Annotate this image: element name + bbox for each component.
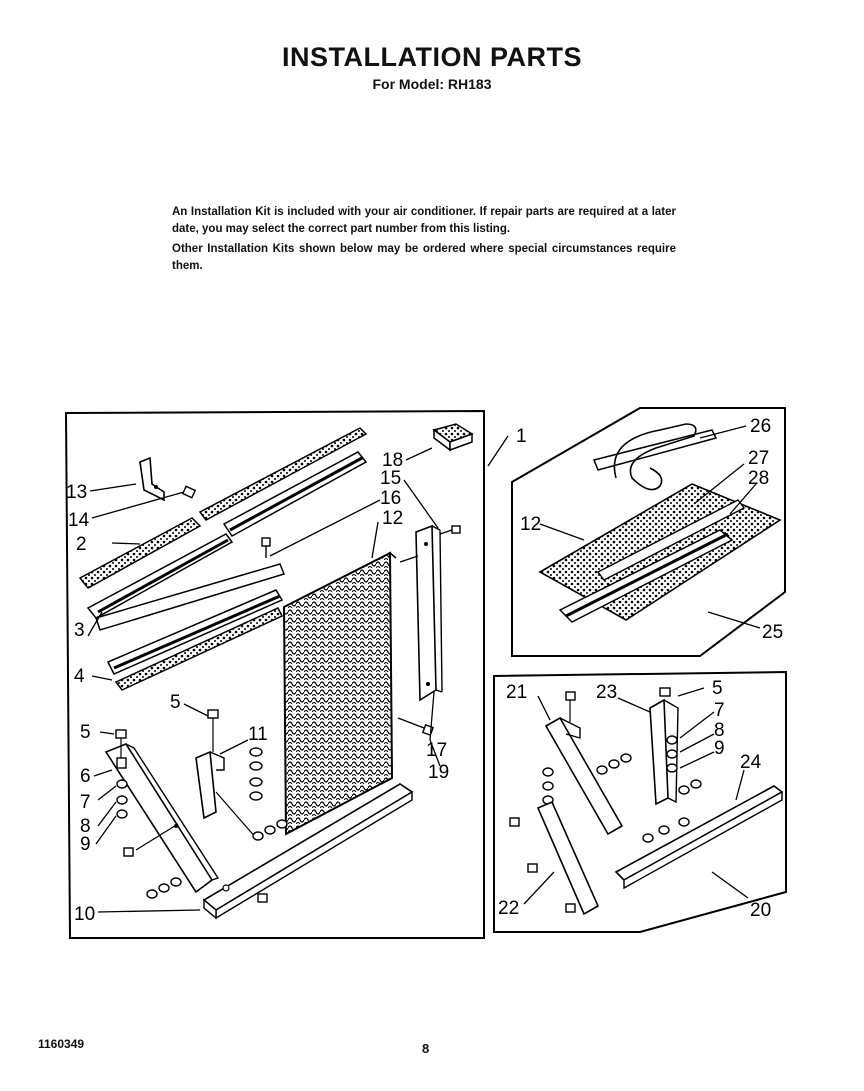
seal-strip bbox=[592, 429, 718, 471]
callout-9b: 9 bbox=[714, 738, 725, 759]
callout-16: 16 bbox=[380, 488, 401, 509]
callout-23: 23 bbox=[596, 682, 617, 703]
callouts: 1 2 3 4 5 5 6 7 8 9 10 11 12 12 13 14 15… bbox=[66, 416, 783, 925]
upper-rail bbox=[78, 517, 285, 631]
callout-8b: 8 bbox=[714, 720, 725, 741]
callout-14: 14 bbox=[68, 510, 90, 531]
callout-7b: 7 bbox=[714, 700, 725, 721]
bracket-kit-frame bbox=[493, 670, 787, 933]
callout-1: 1 bbox=[516, 426, 527, 447]
sill-bar bbox=[146, 783, 414, 920]
callout-27: 27 bbox=[748, 448, 769, 469]
callout-21: 21 bbox=[506, 682, 527, 703]
callout-13: 13 bbox=[66, 482, 87, 503]
callout-5c: 5 bbox=[712, 678, 723, 699]
callout-28: 28 bbox=[748, 468, 769, 489]
callout-26: 26 bbox=[750, 416, 771, 437]
callout-19: 19 bbox=[428, 762, 449, 783]
callout-22: 22 bbox=[498, 898, 519, 919]
corner-bracket bbox=[139, 456, 165, 502]
document-number: 1160349 bbox=[38, 1037, 85, 1051]
lower-rail bbox=[106, 589, 284, 691]
callout-15: 15 bbox=[380, 468, 401, 489]
hardware-stack-left bbox=[115, 729, 128, 819]
foam-panel bbox=[282, 551, 397, 836]
callout-6: 6 bbox=[80, 766, 91, 787]
accessory-kit-frame bbox=[511, 407, 786, 657]
callout-24: 24 bbox=[740, 752, 762, 773]
callout-11: 11 bbox=[248, 724, 268, 745]
callout-2: 2 bbox=[76, 534, 87, 555]
callout-25: 25 bbox=[762, 622, 783, 643]
model-subtitle: For Model: RH183 bbox=[372, 76, 492, 92]
callout-12b: 12 bbox=[520, 514, 541, 535]
screw-16 bbox=[261, 537, 271, 558]
page-title: INSTALLATION PARTS bbox=[282, 42, 582, 72]
callout-17: 17 bbox=[426, 740, 447, 761]
callout-9: 9 bbox=[80, 834, 91, 855]
screw-19 bbox=[397, 717, 435, 737]
callout-4: 4 bbox=[74, 666, 85, 687]
intro-paragraph-1: An Installation Kit is included with you… bbox=[172, 206, 676, 235]
callout-8: 8 bbox=[80, 816, 91, 837]
bracket-kit-left bbox=[509, 691, 632, 836]
leader-lines bbox=[87, 425, 761, 913]
callout-5b: 5 bbox=[170, 692, 181, 713]
bracket-11 bbox=[195, 709, 288, 841]
bracket-kit-bar bbox=[614, 785, 784, 890]
callout-7: 7 bbox=[80, 792, 91, 813]
accessory-tray bbox=[538, 483, 782, 623]
callout-20: 20 bbox=[750, 900, 771, 921]
callout-12a: 12 bbox=[382, 508, 403, 529]
screw-14 bbox=[181, 485, 197, 499]
foam-loop bbox=[613, 423, 697, 491]
side-channel bbox=[399, 524, 443, 702]
screw-15 bbox=[439, 525, 461, 535]
callout-10: 10 bbox=[74, 904, 95, 925]
callout-3: 3 bbox=[74, 620, 85, 641]
block-18 bbox=[432, 423, 474, 452]
callout-18: 18 bbox=[382, 450, 403, 471]
page-number: 8 bbox=[422, 1041, 430, 1056]
intro-text: An Installation Kit is included with you… bbox=[172, 204, 676, 278]
callout-5a: 5 bbox=[80, 722, 91, 743]
bracket-kit-right bbox=[649, 687, 702, 806]
top-rail bbox=[198, 427, 368, 537]
intro-paragraph-2: Other Installation Kits shown below may … bbox=[172, 243, 676, 272]
main-kit-frame bbox=[64, 409, 485, 939]
support-leg bbox=[104, 743, 220, 894]
bracket-kit-leg bbox=[527, 800, 600, 916]
